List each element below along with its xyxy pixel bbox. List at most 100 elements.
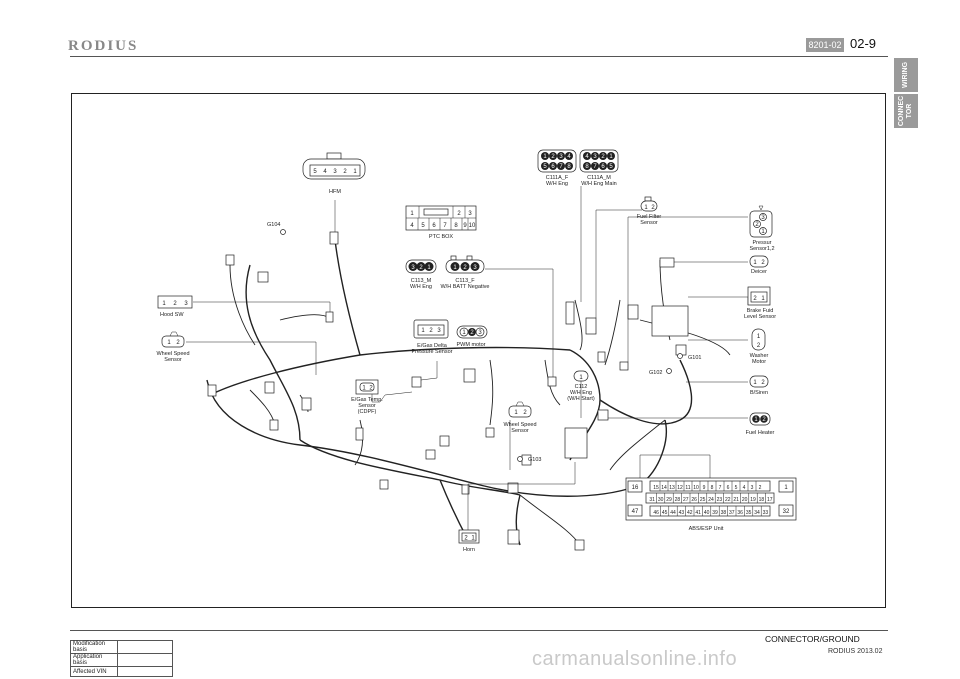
c113-m-pin: 2 [419, 265, 423, 271]
c111a-f-pin: 6 [551, 164, 555, 170]
c111a-m-pin: 3 [593, 154, 597, 160]
washer-motor-connector: 1 2 Washer Motor [750, 328, 769, 365]
model-date: RODIUS 2013.02 [828, 648, 883, 655]
abs-esp-pin: 15 [653, 485, 659, 491]
abs-esp-pin: 23 [717, 497, 723, 503]
abs-esp-pin: 21 [733, 497, 739, 503]
header-rule [70, 56, 888, 57]
fuel-filter-label: Fuel Filter [637, 214, 662, 220]
leader-lines [186, 186, 749, 530]
c113-m-pin: 3 [411, 265, 415, 271]
washer-pin: 2 [757, 343, 761, 349]
wheel-speed-left-pin: 2 [176, 340, 180, 346]
c113-m-pin: 1 [427, 265, 431, 271]
g101-label: G101 [688, 355, 701, 361]
section-code-badge: 8201-02 [806, 38, 844, 52]
ptc-box-pin: 7 [443, 223, 447, 229]
wheel-speed-right-label: Sensor [511, 428, 529, 434]
section-title: CONNECTOR/GROUND [765, 634, 860, 644]
hood-sw-connector: 1 2 3 Hood SW [157, 295, 193, 318]
abs-esp-pin: 36 [737, 510, 743, 516]
pwm-motor-pin: 3 [478, 330, 482, 336]
c113-m-label: W/H Eng [410, 284, 432, 290]
wheel-speed-right-connector: 1 2 Wheel Speed Sensor [503, 401, 537, 434]
modification-key: Modification basis [70, 640, 118, 654]
fuel-filter-pin: 2 [651, 205, 655, 211]
horn-connector: 2 1 Horn [458, 529, 480, 553]
abs-esp-pin: 12 [677, 485, 683, 491]
abs-esp-pin: 26 [691, 497, 697, 503]
page-number: 02-9 [850, 36, 877, 51]
hfm-label: HFM [329, 189, 341, 195]
c111a-m-label: C111A_M [587, 175, 611, 181]
fuel-heater-pin: 1 [754, 417, 758, 423]
pressur-pin: 3 [761, 215, 765, 221]
abs-esp-pin: 17 [767, 497, 773, 503]
abs-esp-pin: 43 [679, 510, 685, 516]
fuel-heater-label: Fuel Heater [746, 430, 775, 436]
abs-esp-pin: 38 [721, 510, 727, 516]
table-row: Modification basis [70, 640, 173, 654]
hfm-pin: 5 [313, 169, 317, 175]
c111a-f-label: W/H Eng [546, 181, 568, 187]
ptc-box-pin: 5 [421, 223, 425, 229]
hfm-pin: 3 [333, 169, 337, 175]
c112-label: W/H Eng [570, 390, 592, 396]
abs-esp-pin: 1 [784, 485, 788, 491]
abs-esp-pin: 2 [759, 485, 762, 491]
ptc-box-pin: 9 [463, 223, 467, 229]
side-tab-wiring[interactable]: WIRING [894, 58, 918, 92]
wheel-speed-right-pin: 1 [514, 410, 518, 416]
c113-m-label: C113_M [411, 278, 432, 284]
c111a-f-pin: 8 [567, 164, 571, 170]
abs-esp-pin: 30 [658, 497, 664, 503]
harness-connectors [207, 231, 689, 551]
washer-label: Washer [750, 353, 769, 359]
ptc-box-connector: 1 2 3 4 5 6 7 8 9 10 PTC BOX [405, 205, 477, 240]
c113-f-connector: 1 2 3 C113_F W/H BATT Negative [440, 255, 490, 290]
hfm-pin: 1 [353, 169, 357, 175]
horn-pin: 1 [471, 536, 475, 542]
c112-label: (W/H Start) [567, 396, 595, 402]
abs-esp-pin: 45 [662, 510, 668, 516]
c111a-m-pin: 4 [585, 154, 589, 160]
modification-value [117, 653, 173, 667]
egas-temp-label: Sensor [358, 403, 376, 409]
watermark: carmanualsonline.info [532, 648, 738, 670]
ptc-box-pin: 2 [457, 211, 461, 217]
c113-m-connector: 3 2 1 C113_M W/H Eng [405, 259, 437, 290]
abs-esp-pin: 25 [700, 497, 706, 503]
c111a-f-label: C111A_F [546, 175, 569, 181]
c111a-m-connector: 4 3 2 1 8 7 6 5 C111A_M W/H Eng Main [579, 149, 619, 187]
pwm-motor-pin: 2 [470, 330, 474, 336]
abs-esp-pin: 19 [750, 497, 756, 503]
fuel-filter-label: Sensor [640, 220, 658, 226]
ptc-box-pin: 4 [410, 223, 414, 229]
modification-key: Affected VIN [70, 666, 118, 677]
washer-label: Motor [752, 359, 766, 365]
pressur-pin: 1 [761, 229, 765, 235]
hfm-pin: 4 [323, 169, 327, 175]
abs-esp-pin: 29 [666, 497, 672, 503]
c111a-f-connector: 1 2 3 4 5 6 7 8 C111A_F W/H Eng [537, 149, 577, 187]
ptc-box-pin: 8 [454, 223, 458, 229]
fuel-heater-pin: 2 [762, 417, 766, 423]
abs-esp-pin: 46 [653, 510, 659, 516]
abs-esp-pin: 47 [632, 509, 639, 515]
abs-esp-pin: 39 [712, 510, 718, 516]
hood-sw-pin: 1 [162, 301, 166, 307]
c111a-m-pin: 6 [601, 164, 605, 170]
egas-delta-connector: 1 2 3 E/Gas Delta Pressure Sensor [412, 319, 453, 355]
brake-fluid-connector: 2 1 Brake Fuid Level Sensor [744, 286, 776, 320]
abs-esp-pin: 31 [649, 497, 655, 503]
side-tab-connector[interactable]: CONNEC TOR [894, 94, 918, 128]
abs-esp-pin: 3 [751, 485, 754, 491]
abs-esp-pin: 16 [632, 485, 639, 491]
abs-esp-pin: 10 [693, 485, 699, 491]
abs-esp-pin: 5 [735, 485, 738, 491]
c111a-m-label: W/H Eng Main [581, 181, 616, 187]
hfm-connector: 5 4 3 2 1 HFM [302, 152, 366, 195]
abs-esp-pin: 27 [683, 497, 689, 503]
